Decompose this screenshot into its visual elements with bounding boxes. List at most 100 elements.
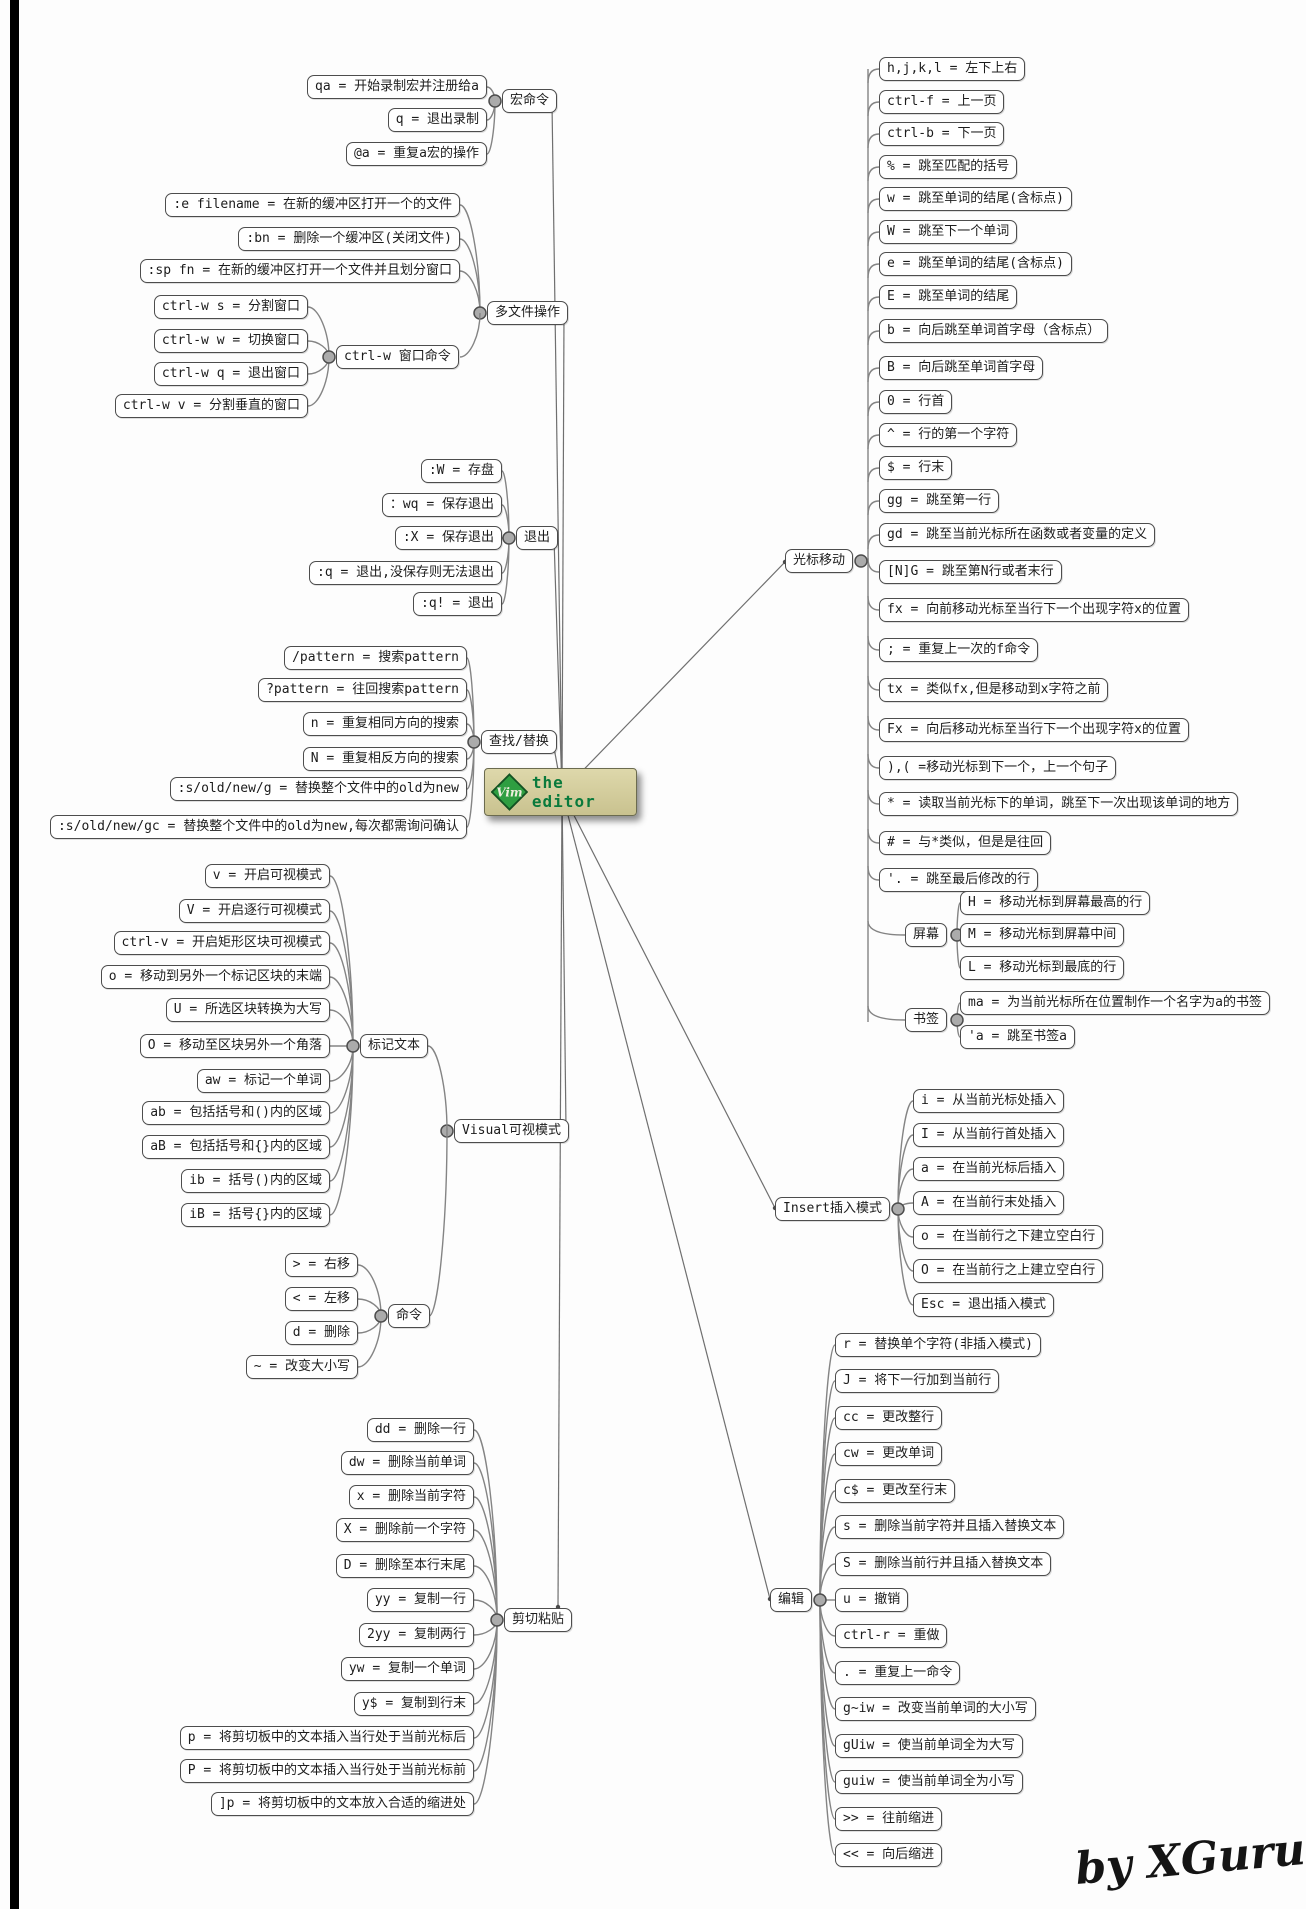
node-macro-0[interactable]: qa = 开始录制宏并注册给a xyxy=(307,75,487,99)
node-edit-5[interactable]: s = 删除当前字符并且插入替换文本 xyxy=(835,1515,1065,1539)
node-cmd-3[interactable]: ~ = 改变大小写 xyxy=(245,1355,358,1379)
branch-hub-screen[interactable]: 屏幕 xyxy=(905,923,948,947)
node-insert-1[interactable]: I = 从当前行首处插入 xyxy=(913,1123,1065,1147)
node-cursor-21[interactable]: * = 读取当前光标下的单词，跳至下一次出现该单词的地方 xyxy=(879,792,1239,816)
node-cursor-9[interactable]: B = 向后跳至单词首字母 xyxy=(879,356,1044,380)
node-cursor-1[interactable]: ctrl-f = 上一页 xyxy=(879,90,1005,114)
node-cutpaste-10[interactable]: P = 将剪切板中的文本插入当行处于当前光标前 xyxy=(179,1759,474,1783)
branch-hub-cursor[interactable]: 光标移动 xyxy=(785,549,854,573)
node-macro-2[interactable]: @a = 重复a宏的操作 xyxy=(346,142,487,166)
node-edit-9[interactable]: . = 重复上一命令 xyxy=(835,1661,961,1685)
node-marktext-8[interactable]: aB = 包括括号和{}内的区域 xyxy=(142,1135,330,1159)
node-edit-11[interactable]: gUiw = 使当前单词全为大写 xyxy=(835,1734,1023,1758)
node-edit-12[interactable]: guiw = 使当前单词全为小写 xyxy=(835,1770,1023,1794)
node-cutpaste-1[interactable]: dw = 删除当前单词 xyxy=(340,1451,474,1475)
node-insert-0[interactable]: i = 从当前光标处插入 xyxy=(913,1089,1065,1113)
node-marktext-5[interactable]: O = 移动至区块另外一个角落 xyxy=(139,1034,330,1058)
node-cutpaste-4[interactable]: D = 删除至本行末尾 xyxy=(335,1554,474,1578)
node-find-2[interactable]: n = 重复相同方向的搜索 xyxy=(302,712,467,736)
node-marktext-3[interactable]: o = 移动到另外一个标记区块的末端 xyxy=(100,965,330,989)
node-exit-0[interactable]: :W = 存盘 xyxy=(420,459,502,483)
branch-hub-insert[interactable]: Insert插入模式 xyxy=(775,1197,890,1221)
branch-hub-exit[interactable]: 退出 xyxy=(516,526,559,550)
node-cursor-2[interactable]: ctrl-b = 下一页 xyxy=(879,122,1005,146)
branch-hub-ctrlw[interactable]: ctrl-w 窗口命令 xyxy=(336,345,459,369)
node-cmd-2[interactable]: d = 删除 xyxy=(284,1321,358,1345)
node-cursor-19[interactable]: Fx = 向后移动光标至当行下一个出现字符x的位置 xyxy=(879,718,1189,742)
node-cursor-10[interactable]: 0 = 行首 xyxy=(879,390,953,414)
node-marktext-10[interactable]: iB = 括号{}内的区域 xyxy=(181,1203,330,1227)
node-cursor-20[interactable]: ),( =移动光标到下一个，上一个句子 xyxy=(879,756,1117,780)
node-cursor-18[interactable]: tx = 类似fx,但是移动到x字符之前 xyxy=(879,678,1109,702)
node-multifile-2[interactable]: :sp fn = 在新的缓冲区打开一个文件并且划分窗口 xyxy=(139,259,460,283)
branch-hub-macro[interactable]: 宏命令 xyxy=(502,89,558,113)
node-marktext-2[interactable]: ctrl-v = 开启矩形区块可视模式 xyxy=(113,931,330,955)
node-cmd-0[interactable]: > = 右移 xyxy=(284,1253,358,1277)
node-ctrlw-1[interactable]: ctrl-w w = 切换窗口 xyxy=(153,329,308,353)
node-bookmark-0[interactable]: ma = 为当前光标所在位置制作一个名字为a的书签 xyxy=(960,991,1270,1015)
node-cursor-0[interactable]: h,j,k,l = 左下上右 xyxy=(879,57,1026,81)
node-edit-1[interactable]: J = 将下一行加到当前行 xyxy=(835,1369,1000,1393)
node-cutpaste-5[interactable]: yy = 复制一行 xyxy=(366,1588,474,1612)
branch-hub-edit[interactable]: 编辑 xyxy=(770,1588,813,1612)
branch-hub-find[interactable]: 查找/替换 xyxy=(481,730,557,754)
node-marktext-4[interactable]: U = 所选区块转换为大写 xyxy=(165,998,330,1022)
node-exit-4[interactable]: :q! = 退出 xyxy=(413,592,502,616)
node-cursor-22[interactable]: # = 与*类似，但是是往回 xyxy=(879,831,1052,855)
node-find-5[interactable]: :s/old/new/gc = 替换整个文件中的old为new,每次都需询问确认 xyxy=(49,815,467,839)
node-ctrlw-3[interactable]: ctrl-w v = 分割垂直的窗口 xyxy=(114,394,308,418)
node-cutpaste-6[interactable]: 2yy = 复制两行 xyxy=(359,1623,474,1647)
node-marktext-1[interactable]: V = 开启逐行可视模式 xyxy=(178,899,330,923)
node-find-4[interactable]: :s/old/new/g = 替换整个文件中的old为new xyxy=(169,777,467,801)
node-exit-2[interactable]: :X = 保存退出 xyxy=(394,526,502,550)
node-insert-6[interactable]: Esc = 退出插入模式 xyxy=(913,1293,1054,1317)
node-insert-5[interactable]: O = 在当前行之上建立空白行 xyxy=(913,1259,1104,1283)
node-cursor-8[interactable]: b = 向后跳至单词首字母（含标点） xyxy=(879,319,1109,343)
node-cutpaste-9[interactable]: p = 将剪切板中的文本插入当行处于当前光标后 xyxy=(179,1726,474,1750)
node-cursor-16[interactable]: fx = 向前移动光标至当行下一个出现字符x的位置 xyxy=(879,598,1189,622)
node-cursor-3[interactable]: % = 跳至匹配的括号 xyxy=(879,155,1018,179)
node-insert-4[interactable]: o = 在当前行之下建立空白行 xyxy=(913,1225,1104,1249)
node-marktext-9[interactable]: ib = 括号()内的区域 xyxy=(181,1169,330,1193)
node-edit-8[interactable]: ctrl-r = 重做 xyxy=(835,1624,948,1648)
node-cursor-6[interactable]: e = 跳至单词的结尾(含标点) xyxy=(879,252,1072,276)
branch-hub-multifile[interactable]: 多文件操作 xyxy=(487,301,569,325)
node-edit-14[interactable]: << = 向后缩进 xyxy=(835,1843,943,1867)
node-cursor-14[interactable]: gd = 跳至当前光标所在函数或者变量的定义 xyxy=(879,523,1156,547)
node-cursor-23[interactable]: '. = 跳至最后修改的行 xyxy=(879,868,1039,892)
node-edit-2[interactable]: cc = 更改整行 xyxy=(835,1406,943,1430)
branch-hub-visual[interactable]: Visual可视模式 xyxy=(454,1119,569,1143)
node-insert-3[interactable]: A = 在当前行末处插入 xyxy=(913,1191,1065,1215)
node-cursor-11[interactable]: ^ = 行的第一个字符 xyxy=(879,423,1018,447)
node-edit-7[interactable]: u = 撤销 xyxy=(835,1588,909,1612)
node-cursor-12[interactable]: $ = 行末 xyxy=(879,456,953,480)
node-cursor-15[interactable]: [N]G = 跳至第N行或者末行 xyxy=(879,560,1062,584)
node-cutpaste-7[interactable]: yw = 复制一个单词 xyxy=(340,1657,474,1681)
node-edit-6[interactable]: S = 删除当前行并且插入替换文本 xyxy=(835,1552,1052,1576)
node-cursor-5[interactable]: W = 跳至下一个单词 xyxy=(879,220,1018,244)
node-exit-3[interactable]: :q = 退出,没保存则无法退出 xyxy=(309,561,502,585)
node-cutpaste-2[interactable]: x = 删除当前字符 xyxy=(348,1485,474,1509)
node-marktext-0[interactable]: v = 开启可视模式 xyxy=(204,864,330,888)
node-edit-0[interactable]: r = 替换单个字符(非插入模式) xyxy=(835,1333,1041,1357)
node-ctrlw-0[interactable]: ctrl-w s = 分割窗口 xyxy=(153,295,308,319)
node-find-3[interactable]: N = 重复相反方向的搜索 xyxy=(302,747,467,771)
node-edit-4[interactable]: c$ = 更改至行末 xyxy=(835,1479,956,1503)
node-screen-0[interactable]: H = 移动光标到屏幕最高的行 xyxy=(960,891,1151,915)
node-cursor-4[interactable]: w = 跳至单词的结尾(含标点) xyxy=(879,187,1072,211)
node-edit-3[interactable]: cw = 更改单词 xyxy=(835,1442,943,1466)
node-find-1[interactable]: ?pattern = 往回搜索pattern xyxy=(258,678,467,702)
node-cmd-1[interactable]: < = 左移 xyxy=(284,1287,358,1311)
node-edit-10[interactable]: g~iw = 改变当前单词的大小写 xyxy=(835,1697,1036,1721)
node-cutpaste-3[interactable]: X = 删除前一个字符 xyxy=(335,1518,474,1542)
node-exit-1[interactable]: ：wq = 保存退出 xyxy=(381,493,502,517)
node-cutpaste-8[interactable]: y$ = 复制到行末 xyxy=(353,1692,474,1716)
node-cutpaste-0[interactable]: dd = 删除一行 xyxy=(366,1418,474,1442)
node-macro-1[interactable]: q = 退出录制 xyxy=(387,108,487,132)
node-cutpaste-11[interactable]: ]p = 将剪切板中的文本放入合适的缩进处 xyxy=(210,1792,474,1816)
node-cursor-7[interactable]: E = 跳至单词的结尾 xyxy=(879,285,1018,309)
branch-hub-bookmark[interactable]: 书签 xyxy=(905,1008,948,1032)
branch-hub-marktext[interactable]: 标记文本 xyxy=(360,1034,429,1058)
node-cursor-13[interactable]: gg = 跳至第一行 xyxy=(879,489,1000,513)
node-ctrlw-2[interactable]: ctrl-w q = 退出窗口 xyxy=(153,362,308,386)
